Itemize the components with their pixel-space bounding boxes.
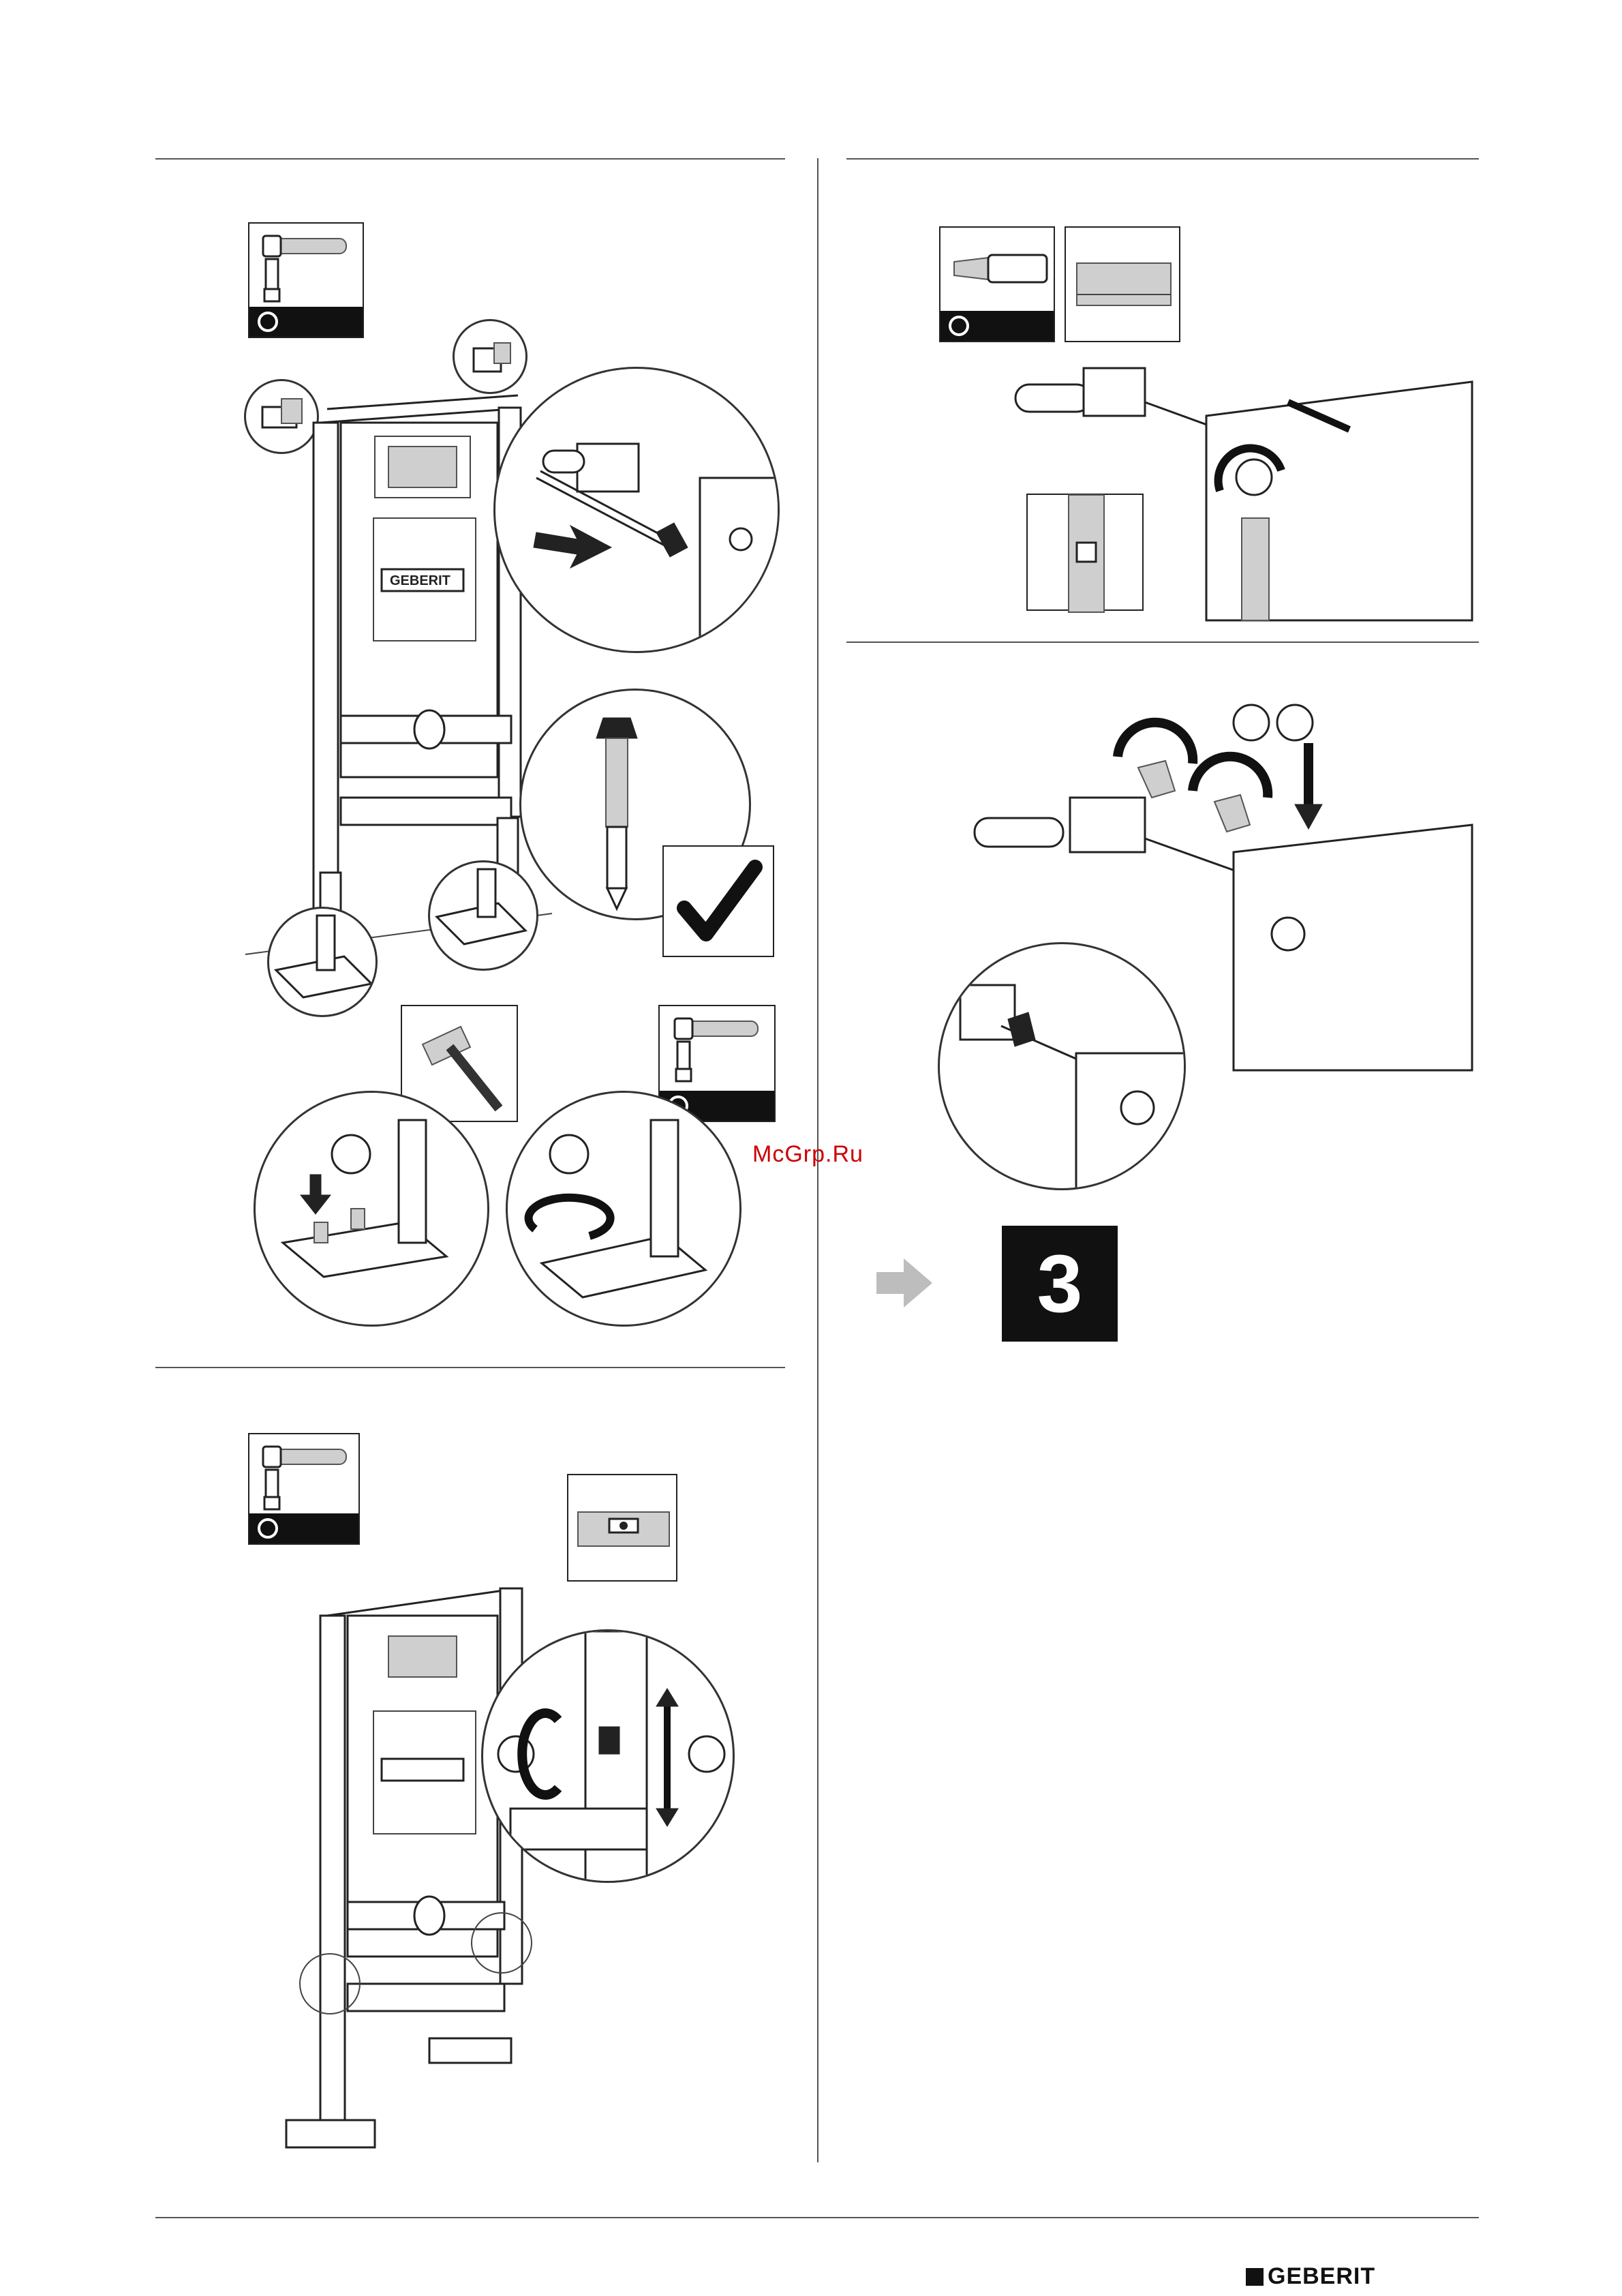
checkmark-icon	[664, 847, 776, 958]
foot-plate-detail-left	[267, 907, 378, 1017]
watermark-text: McGrp.Ru	[752, 1141, 863, 1168]
next-step-badge: 3	[1002, 1226, 1118, 1342]
geberit-logo: GEBERIT	[1246, 2263, 1375, 2290]
right-top-rule	[846, 158, 1479, 160]
frame-brand-plate-2	[382, 1759, 463, 1781]
clip-closeup-detail	[938, 942, 1186, 1190]
foot-plate-detail-right	[428, 860, 538, 971]
socket-wrench-tool-box	[248, 222, 364, 338]
right-mid-rule	[846, 641, 1479, 643]
socket-wrench-tool-box-3	[248, 1433, 360, 1545]
geberit-logo-text: GEBERIT	[1268, 2263, 1375, 2290]
bracket-screw-detail	[493, 367, 780, 653]
hammer-anchor-detail	[254, 1091, 489, 1327]
spirit-level-box	[567, 1474, 677, 1582]
tighten-nut-detail	[506, 1091, 741, 1327]
height-adjust-detail	[481, 1629, 735, 1883]
ruler-icon	[1066, 228, 1182, 344]
footer-rule	[155, 2217, 1479, 2218]
ruler-tool-box	[1065, 226, 1180, 342]
left-top-rule	[155, 158, 785, 160]
left-mid-rule	[155, 1367, 785, 1368]
screwdriver-tool-box	[939, 226, 1055, 342]
arrow-right-icon	[876, 1258, 932, 1308]
checkmark-box	[662, 845, 774, 957]
frame-brand-text: GEBERIT	[390, 573, 450, 588]
bracket-marking-detail	[1026, 494, 1144, 611]
spirit-level-icon	[568, 1475, 679, 1583]
